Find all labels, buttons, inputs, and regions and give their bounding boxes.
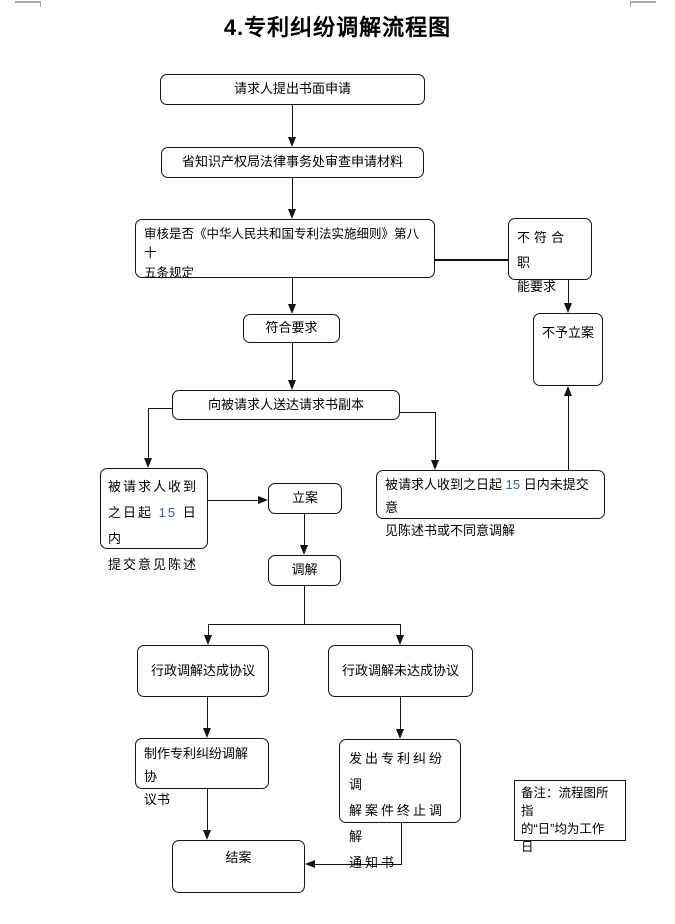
- node-label: 不予立案: [541, 325, 594, 340]
- node-label: 省知识产权局法律事务处审查申请材料: [181, 154, 403, 170]
- arrowhead-left-icon: [305, 860, 315, 868]
- connector-line: [207, 623, 209, 637]
- note-line: 备注：流程图所指: [521, 786, 609, 819]
- arrowhead-down-icon: [431, 460, 439, 470]
- connector-line: [303, 586, 305, 624]
- node-no-filing: 不予立案: [533, 313, 603, 386]
- connector-line: [400, 411, 436, 413]
- highlight-number: 15: [505, 477, 521, 492]
- arrowhead-down-icon: [396, 729, 404, 739]
- node-line: 审核是否《中华人民共和国专利法实施细则》第八十: [144, 227, 420, 261]
- note-line: 日: [521, 840, 534, 855]
- arrowhead-down-icon: [203, 728, 211, 738]
- arrowhead-down-icon: [288, 209, 296, 219]
- node-label: 立案: [291, 490, 318, 506]
- node-label: 结案: [225, 850, 252, 865]
- node-label: 请求人提出书面申请: [233, 81, 351, 97]
- connector-line: [148, 407, 172, 409]
- page-corner-mark-left: [15, 1, 41, 7]
- node-label: 符合要求: [265, 320, 318, 336]
- connector-line: [567, 396, 569, 470]
- node-mediation: 调解: [268, 555, 341, 586]
- connector-line: [399, 697, 401, 729]
- node-label: 行政调解未达成协议: [341, 662, 459, 678]
- connector-line: [303, 514, 305, 547]
- connector-line: [291, 343, 293, 382]
- node-draft-agreement-doc: 制作专利纠纷调解协 议书: [135, 738, 269, 807]
- node-serve-copy: 向被请求人送达请求书副本: [172, 390, 400, 420]
- node-line: 通知书: [349, 855, 398, 870]
- node-line: 制作专利纠纷调解协: [144, 746, 249, 784]
- connector-line: [434, 411, 436, 462]
- node-check-rule85: 审核是否《中华人民共和国专利法实施细则》第八十 五条规定: [135, 219, 435, 280]
- arrowhead-down-icon: [300, 545, 308, 555]
- node-agreement-not-reached: 行政调解未达成协议: [328, 645, 473, 697]
- node-line: 被请求人收到之日起 15 日内未提交意: [385, 477, 589, 515]
- node-line: 提交意见陈述: [108, 557, 199, 572]
- node-line: 五条规定: [144, 265, 195, 280]
- node-line: 议书: [144, 791, 171, 807]
- highlight-number: 15: [158, 505, 178, 520]
- node-no-reply-or-refuse: 被请求人收到之日起 15 日内未提交意 见陈述书或不同意调解: [376, 470, 605, 538]
- page-title: 4.专利纠纷调解流程图: [223, 15, 452, 40]
- connector-line: [206, 697, 208, 728]
- node-label: 行政调解达成协议: [150, 662, 255, 678]
- page-corner-mark-right: [630, 1, 656, 7]
- connector-line: [207, 623, 401, 625]
- connector-line: [291, 178, 293, 211]
- connector-line: [291, 105, 293, 139]
- node-line: 见陈述书或不同意调解: [385, 522, 516, 538]
- node-line: 之日起 15 日内: [108, 505, 198, 546]
- node-qualified: 符合要求: [243, 314, 340, 343]
- arrowhead-right-icon: [258, 496, 268, 504]
- node-issue-termination-notice: 发出专利纠纷调 解案件终止调解 通知书: [339, 739, 461, 870]
- connector-line: [208, 499, 259, 501]
- node-reply-within-15-days: 被请求人收到 之日起 15 日内 提交意见陈述: [100, 468, 208, 572]
- note-line: 的“日”均为工作: [521, 822, 605, 837]
- node-review-materials: 省知识产权局法律事务处审查申请材料: [161, 147, 424, 178]
- connector-line: [567, 280, 569, 305]
- arrowhead-down-icon: [564, 303, 572, 313]
- connector-line: [314, 863, 402, 865]
- connector-line: [400, 823, 402, 865]
- connector-line: [291, 278, 293, 306]
- arrowhead-down-icon: [204, 635, 212, 645]
- node-agreement-reached: 行政调解达成协议: [137, 645, 269, 697]
- node-submit-application: 请求人提出书面申请: [160, 74, 425, 105]
- arrowhead-down-icon: [288, 137, 296, 147]
- node-label: 向被请求人送达请求书副本: [207, 396, 364, 412]
- node-line: 发出专利纠纷调: [349, 751, 446, 792]
- node-close-case: 结案: [172, 840, 305, 893]
- connector-line: [206, 789, 208, 830]
- connector-line: [147, 407, 149, 460]
- node-line: 能要求: [517, 279, 557, 295]
- arrowhead-down-icon: [144, 458, 152, 468]
- connector-line: [435, 259, 508, 261]
- arrowhead-down-icon: [288, 304, 296, 314]
- node-line: 解案件终止调解: [349, 803, 446, 844]
- note-box: 备注：流程图所指 的“日”均为工作 日: [514, 780, 626, 854]
- node-label: 调解: [291, 562, 318, 578]
- node-not-qualified: 不符合职 能要求: [508, 218, 592, 294]
- arrowhead-down-icon: [396, 635, 404, 645]
- arrowhead-down-icon: [288, 380, 296, 390]
- connector-line: [399, 623, 401, 637]
- arrowhead-down-icon: [203, 830, 211, 840]
- node-line: 被请求人收到: [108, 479, 199, 494]
- arrowhead-up-icon: [564, 386, 572, 396]
- node-line: 不符合职: [517, 230, 569, 270]
- node-filing: 立案: [268, 483, 342, 514]
